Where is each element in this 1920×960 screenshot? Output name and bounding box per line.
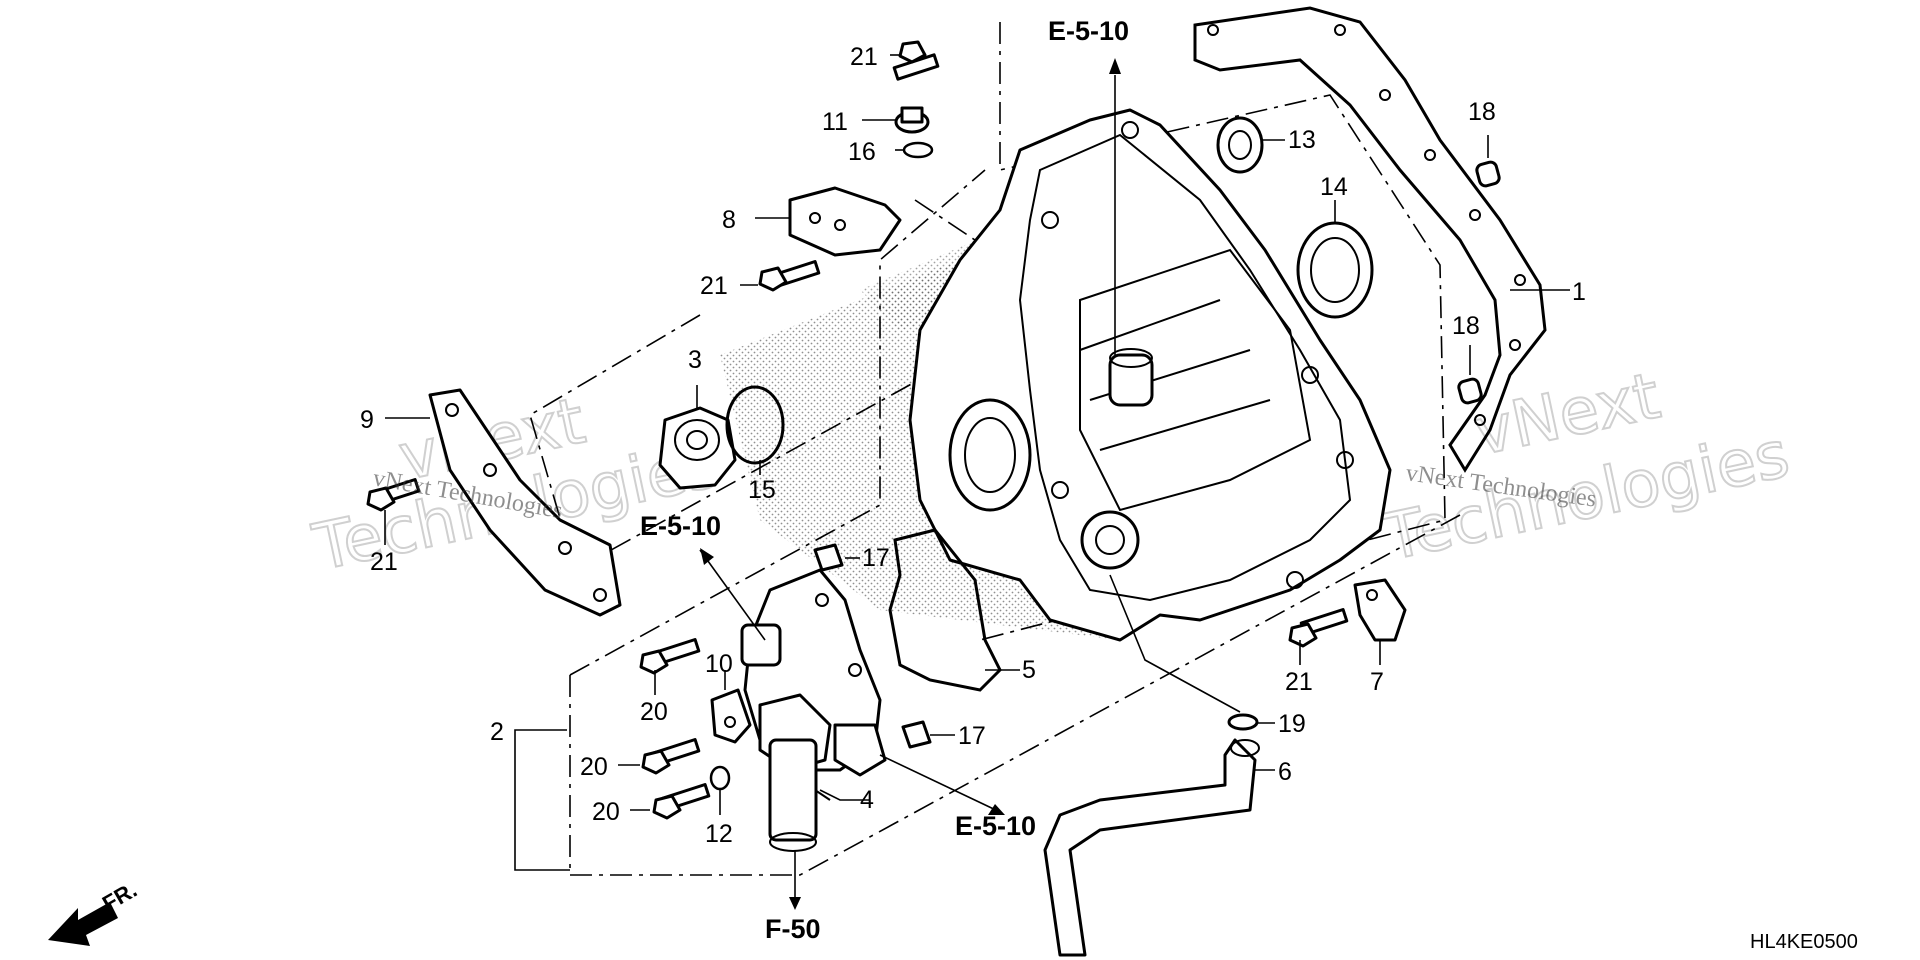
oil-seal-part-14 — [1296, 221, 1374, 319]
label-part-14: 14 — [1320, 173, 1348, 201]
bracket-part-7 — [1353, 578, 1407, 642]
bracket-part-10 — [710, 688, 752, 744]
label-part-13: 13 — [1288, 126, 1316, 154]
label-part-11: 11 — [822, 108, 848, 136]
label-part-20-bottom: 20 — [592, 798, 620, 826]
reference-bottom-right: E-5-10 — [955, 811, 1036, 841]
thermostat-housing-part-2 — [740, 568, 887, 852]
label-part-18-top: 18 — [1468, 98, 1496, 126]
label-part-6: 6 — [1278, 758, 1292, 786]
bolt-part-20-middle — [641, 737, 701, 775]
drawing-code: HL4KE0500 — [1750, 931, 1858, 953]
clamp-part-19 — [1227, 713, 1259, 731]
bolt-part-20-top — [639, 637, 701, 675]
label-part-18-bottom: 18 — [1452, 312, 1480, 340]
reference-labels: E-5-10 E-5-10 E-5-10 F-50 — [640, 16, 1129, 944]
hose-part-6 — [1043, 738, 1260, 957]
label-part-15: 15 — [748, 476, 776, 504]
label-part-10: 10 — [705, 650, 733, 678]
washer-part-12 — [709, 765, 731, 791]
reference-bottom: F-50 — [765, 914, 821, 944]
label-part-21-right: 21 — [1285, 668, 1313, 696]
label-part-5: 5 — [1022, 656, 1036, 684]
label-part-21-top: 21 — [850, 43, 878, 71]
reference-left: E-5-10 — [640, 511, 721, 541]
bolt-part-21-top — [892, 40, 940, 81]
reference-arrows — [700, 58, 1121, 910]
transmission-cover-housing — [908, 108, 1392, 642]
bolt-part-21-right — [1288, 607, 1349, 648]
label-part-12: 12 — [705, 820, 733, 848]
label-part-17-top: 17 — [862, 544, 890, 572]
label-part-7: 7 — [1370, 668, 1384, 696]
label-part-3: 3 — [688, 346, 702, 374]
cap-part-3 — [658, 406, 737, 490]
bracket-part-9 — [428, 388, 622, 617]
label-part-21-middle: 21 — [700, 272, 728, 300]
reference-top: E-5-10 — [1048, 16, 1129, 46]
plug-part-17-top — [813, 543, 844, 572]
label-part-16: 16 — [848, 138, 876, 166]
front-indicator: FR. — [48, 877, 141, 946]
label-part-17-bottom: 17 — [958, 722, 986, 750]
label-part-8: 8 — [722, 206, 736, 234]
label-part-20-middle: 20 — [580, 753, 608, 781]
label-part-2: 2 — [490, 718, 504, 746]
o-ring-part-16 — [902, 141, 934, 159]
label-part-20-top: 20 — [640, 698, 668, 726]
bracket-part-8 — [788, 186, 902, 257]
bolt-part-20-bottom — [652, 782, 711, 820]
bolt-part-21-left — [366, 477, 421, 512]
outlet-pipe-part-4 — [814, 789, 831, 801]
label-part-19: 19 — [1278, 710, 1306, 738]
label-part-21-left: 21 — [370, 548, 398, 576]
gasket-part-5 — [888, 528, 1002, 692]
assembly-outline-1 — [529, 22, 1446, 641]
dowel-pin-part-18-bottom — [1457, 377, 1483, 405]
front-arrow-icon — [48, 902, 118, 946]
bolt-part-21-middle — [758, 259, 821, 292]
label-part-9: 9 — [360, 406, 374, 434]
gasket-part-1 — [1193, 6, 1547, 473]
leader-lines — [384, 54, 1570, 905]
o-ring-part-15 — [725, 385, 785, 465]
label-part-1: 1 — [1572, 278, 1586, 306]
label-part-4: 4 — [860, 786, 874, 814]
plug-part-11 — [894, 106, 930, 134]
bearing-part-13 — [1216, 116, 1264, 174]
dowel-pin-part-18-top — [1475, 160, 1501, 188]
plug-part-17-bottom — [901, 720, 932, 749]
part-labels: 1 2 3 4 5 6 7 8 9 10 11 12 13 14 15 16 1… — [360, 43, 1586, 848]
